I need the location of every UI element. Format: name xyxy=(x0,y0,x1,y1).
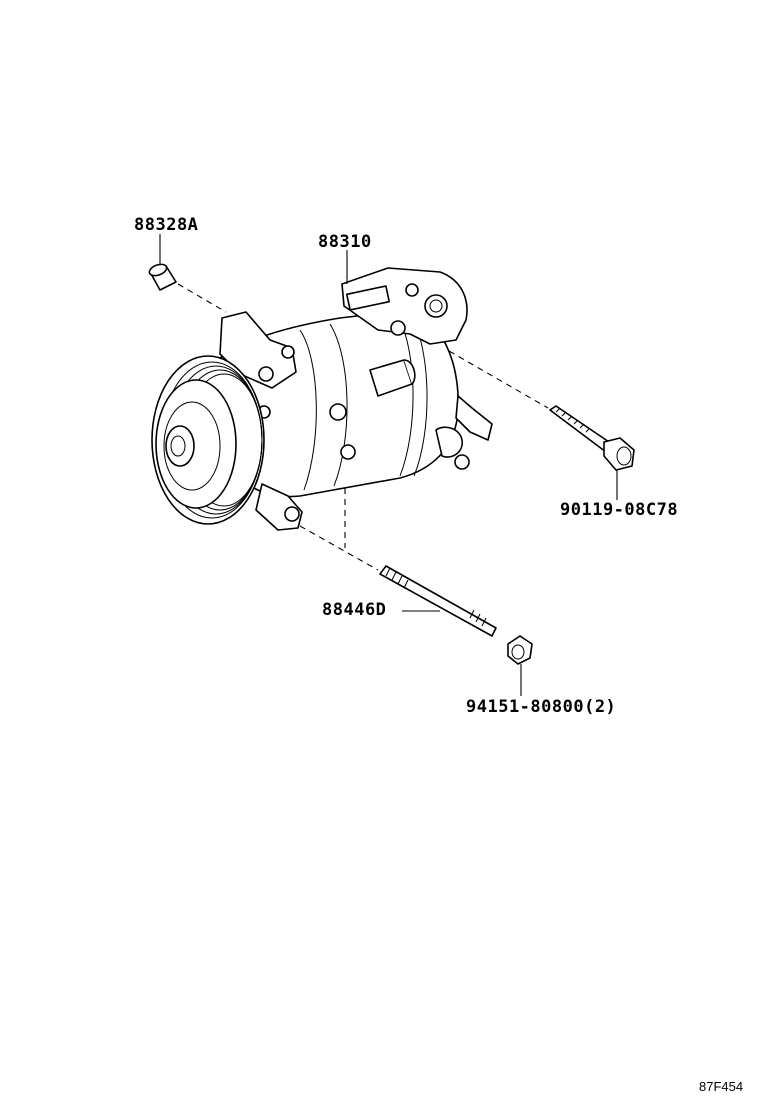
compressor-assembly xyxy=(151,267,493,531)
diagram-reference-code: 87F454 xyxy=(699,1079,744,1094)
leader-lines xyxy=(159,234,618,696)
nut-part xyxy=(507,635,533,665)
stud-bolt-part xyxy=(379,565,497,637)
part-label-88446d[interactable]: 88446D xyxy=(322,600,387,620)
part-label-88328a[interactable]: 88328A xyxy=(134,215,199,235)
collar-part xyxy=(148,263,177,291)
part-label-88310[interactable]: 88310 xyxy=(318,232,372,252)
part-label-90119-08c78[interactable]: 90119-08C78 xyxy=(560,500,679,520)
part-label-94151-80800[interactable]: 94151-80800(2) xyxy=(466,697,617,717)
flange-bolt-part xyxy=(549,405,635,471)
